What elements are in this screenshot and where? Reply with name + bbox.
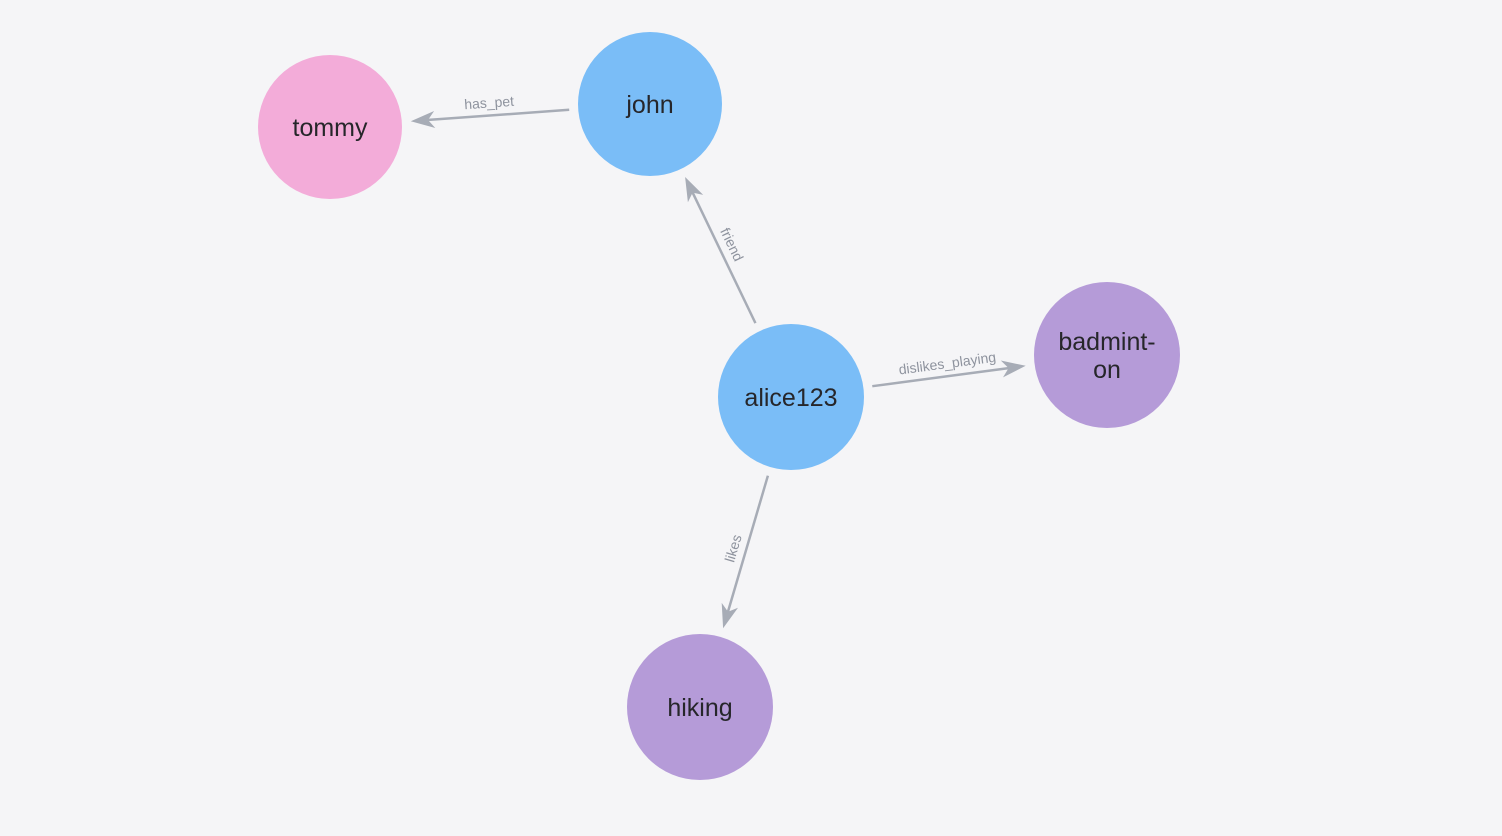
edge-label: dislikes_playing [898,349,997,378]
node-alice123[interactable]: alice123 [718,324,864,470]
node-tommy[interactable]: tommy [258,55,402,199]
node-badminton[interactable]: badmint-on [1034,282,1180,428]
node-circle [578,32,722,176]
edge-label: friend [717,225,747,264]
edge-line [690,189,757,324]
edge-label: has_pet [464,93,515,113]
node-john[interactable]: john [578,32,722,176]
node-label: alice123 [744,384,837,412]
node-label: john [625,91,673,119]
edge-label: likes [721,533,744,564]
arrowhead-icon [410,111,436,128]
node-label: tommy [293,114,369,142]
node-label: hiking [667,694,732,722]
edge-john-tommy[interactable]: has_pet [410,93,570,128]
edge-alice123-john[interactable]: friend [685,177,757,324]
edge-line [725,475,770,615]
node-circle [258,55,402,199]
arrowhead-icon [685,177,704,203]
arrowhead-icon [1000,360,1026,378]
edge-alice123-hiking[interactable]: likes [721,475,770,629]
edge-line [425,108,570,122]
edge-alice123-badminton[interactable]: dislikes_playing [872,349,1026,388]
node-label: badmint-on [1058,328,1155,384]
node-circle [1034,282,1180,428]
node-hiking[interactable]: hiking [627,634,773,780]
node-circle [627,634,773,780]
arrowhead-icon [721,602,738,629]
edge-line [872,366,1012,388]
node-circle [718,324,864,470]
